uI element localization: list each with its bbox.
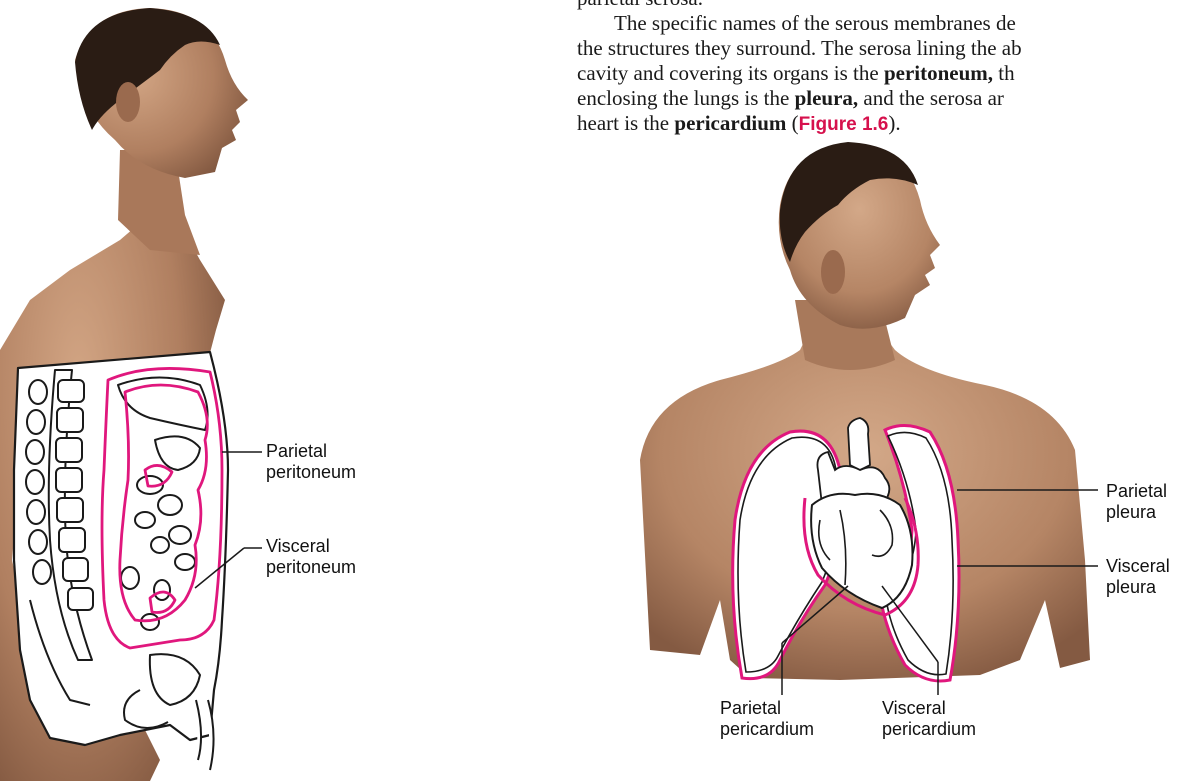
left-ear — [116, 82, 140, 122]
left-abdomen-section — [14, 352, 262, 770]
label-parietal-pericardium: Parietal pericardium — [720, 698, 814, 740]
label-visceral-peritoneum: Visceral peritoneum — [266, 536, 356, 578]
label-parietal-pleura: Parietal pleura — [1106, 481, 1167, 523]
trachea — [848, 418, 870, 470]
label-visceral-pericardium: Visceral pericardium — [882, 698, 976, 740]
right-ear — [821, 250, 845, 294]
label-parietal-peritoneum: Parietal peritoneum — [266, 441, 356, 483]
label-visceral-pleura: Visceral pleura — [1106, 556, 1170, 598]
